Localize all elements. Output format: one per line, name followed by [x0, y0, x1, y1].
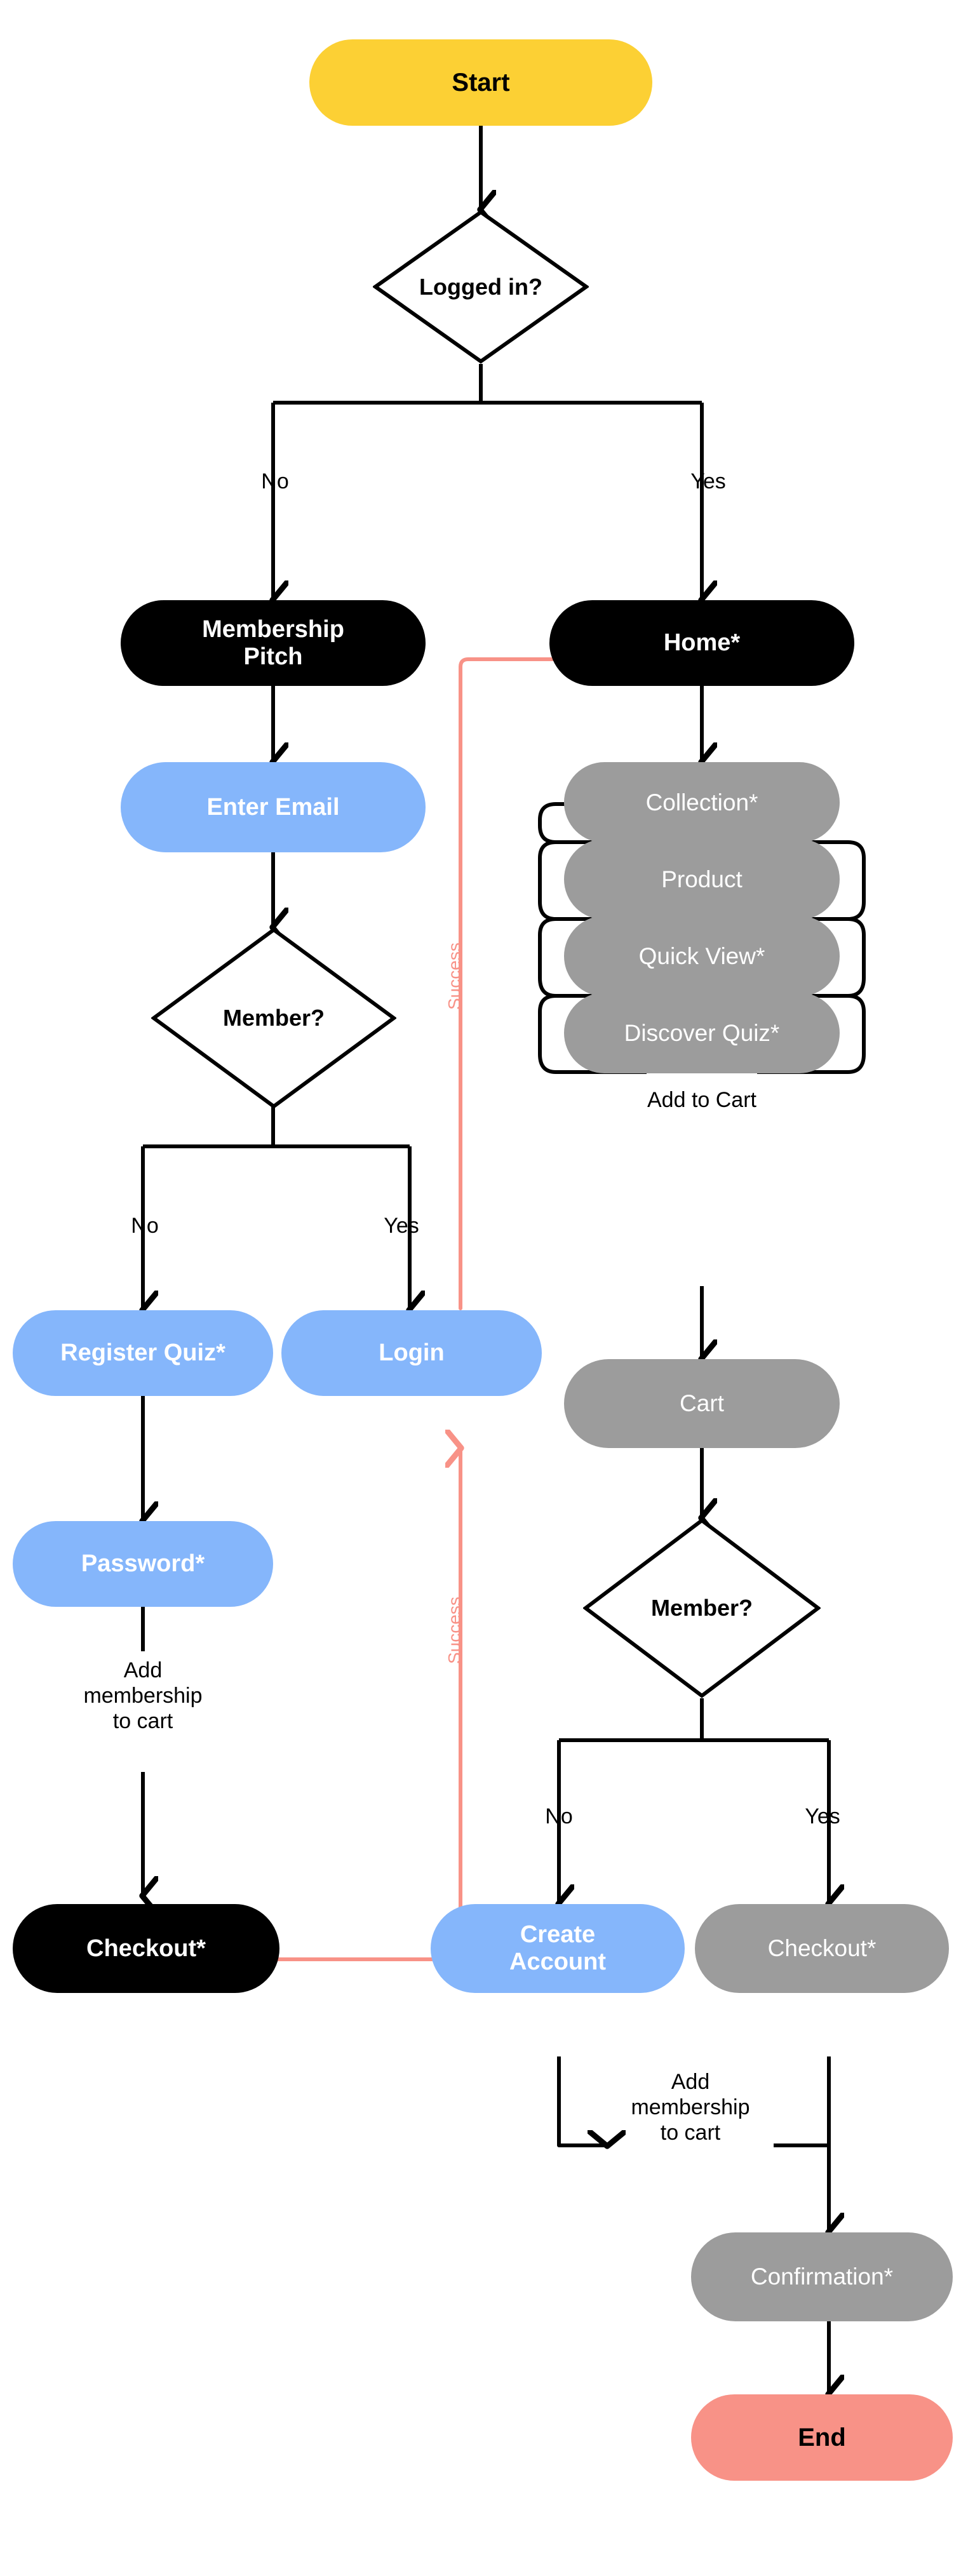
- node-register-quiz[interactable]: Register Quiz*: [13, 1310, 273, 1396]
- node-member-right[interactable]: Member?: [582, 1518, 821, 1698]
- label-memberleft-yes: Yes: [384, 1214, 419, 1238]
- label-add-to-cart: Add to Cart: [647, 1088, 756, 1112]
- label-memberright-no: No: [545, 1804, 573, 1828]
- node-start[interactable]: Start: [309, 39, 652, 126]
- label-memberleft-no: No: [131, 1214, 159, 1238]
- node-checkout-right[interactable]: Checkout*: [695, 1904, 949, 1993]
- node-login[interactable]: Login: [281, 1310, 542, 1396]
- label-loggedin-yes: Yes: [690, 469, 726, 493]
- label-success-bottom: Success: [445, 1597, 464, 1664]
- node-confirmation[interactable]: Confirmation*: [691, 2232, 953, 2321]
- edge-success-checkout-to-login: [232, 1448, 460, 1961]
- node-product[interactable]: Product: [564, 839, 840, 920]
- edge-memberleft-split: [141, 1107, 412, 1307]
- node-password[interactable]: Password*: [13, 1521, 273, 1607]
- node-create-account[interactable]: Create Account: [431, 1904, 685, 1993]
- edge-memberright-split: [557, 1698, 831, 1899]
- node-membership-pitch[interactable]: Membership Pitch: [121, 600, 426, 686]
- edge-createaccount-join: [557, 2056, 607, 2145]
- diamond-shape: [582, 1518, 821, 1698]
- node-checkout-left[interactable]: Checkout*: [13, 1904, 279, 1993]
- node-member-left[interactable]: Member?: [150, 927, 398, 1109]
- label-memberright-yes: Yes: [805, 1804, 840, 1828]
- label-loggedin-no: No: [261, 469, 289, 493]
- diamond-shape: [150, 927, 398, 1109]
- node-quick-view[interactable]: Quick View*: [564, 916, 840, 996]
- node-end[interactable]: End: [691, 2394, 953, 2481]
- node-collection[interactable]: Collection*: [564, 762, 840, 843]
- edge-loggedin-split: [271, 364, 704, 597]
- node-cart[interactable]: Cart: [564, 1359, 840, 1448]
- node-discover-quiz[interactable]: Discover Quiz*: [564, 993, 840, 1073]
- node-logged-in-label: Logged in?: [419, 273, 542, 300]
- label-add-membership-left: Add membership to cart: [83, 1658, 203, 1734]
- node-home[interactable]: Home*: [549, 600, 854, 686]
- node-enter-email[interactable]: Enter Email: [121, 762, 426, 852]
- node-logged-in[interactable]: Logged in?: [372, 210, 590, 364]
- label-add-membership-right: Add membership to cart: [631, 2070, 750, 2145]
- label-success-top: Success: [445, 943, 464, 1010]
- node-member-right-label: Member?: [650, 1595, 753, 1621]
- diamond-shape: [372, 210, 590, 364]
- node-member-left-label: Member?: [222, 1005, 325, 1031]
